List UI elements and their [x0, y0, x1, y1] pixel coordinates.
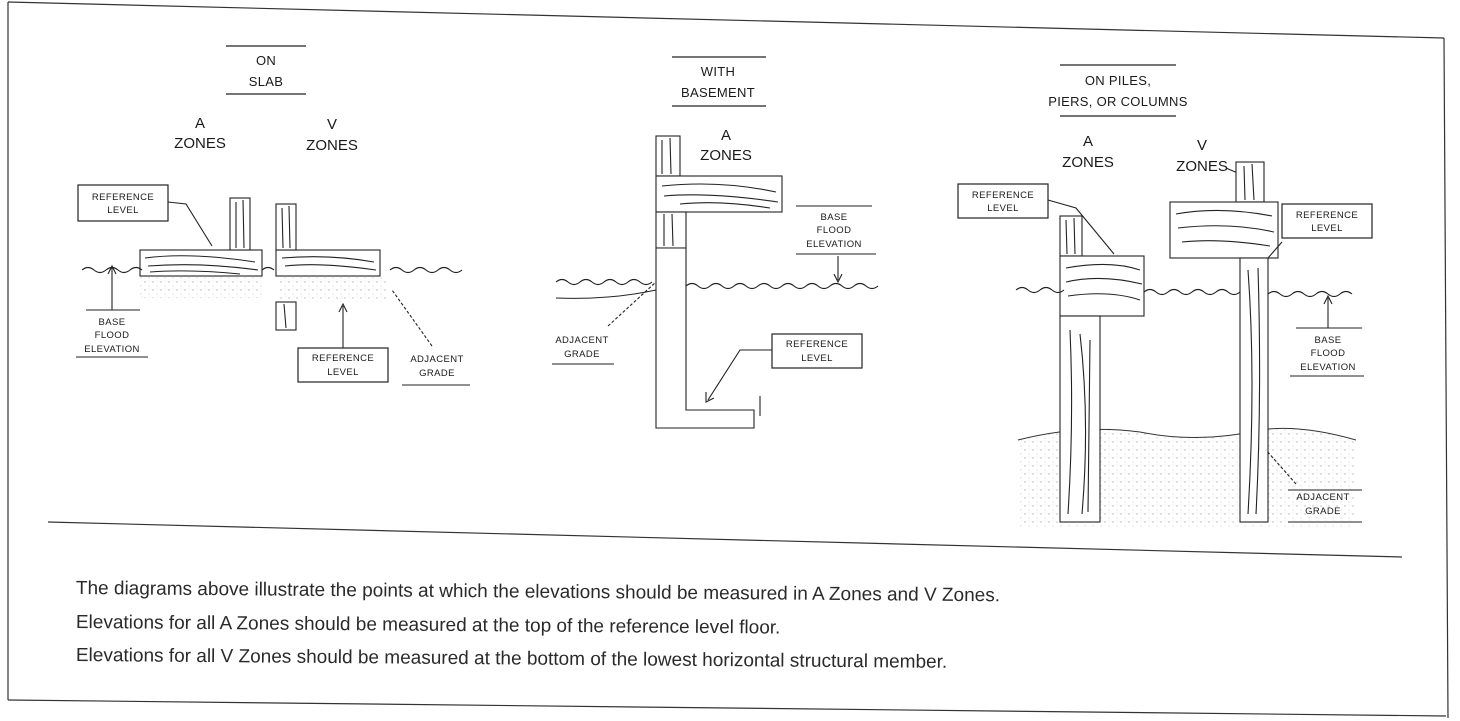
piles-bfe-line-1: BASE — [1315, 335, 1342, 346]
slab-bfe-line-1: BASE — [99, 317, 126, 328]
slab-zone-a-label: ZONES — [174, 135, 226, 152]
basement-title-line-1: WITH — [701, 64, 735, 79]
piles-bfe-line-3: ELEVATION — [1300, 362, 1356, 373]
slab-water-line-mid — [261, 266, 275, 271]
basement-reference-level-box — [771, 333, 863, 369]
basement-zone-a-label: ZONES — [700, 147, 752, 164]
slab-reference-level-bottom-line-1: REFERENCE — [312, 353, 374, 364]
slab-bfe-line-2: FLOOD — [95, 330, 130, 341]
slab-zone-v-label: ZONES — [306, 137, 358, 154]
slab-adjacent-grade-line-1: ADJACENT — [410, 354, 463, 365]
basement-water-line — [555, 278, 879, 290]
basement-reference-leader — [707, 349, 772, 401]
basement-grade-line — [555, 289, 657, 299]
basement-bfe-line-2: FLOOD — [817, 225, 852, 236]
piles-water-line — [1015, 286, 1353, 298]
basement-adjacent-grade-line-1: ADJACENT — [555, 335, 608, 346]
slab-adjacent-grade-leader — [391, 289, 433, 347]
slab-title-line-1: ON — [256, 53, 276, 68]
piles-v-zone-structure — [1169, 161, 1279, 523]
piles-reference-level-box-left — [957, 183, 1049, 219]
slab-zone-a-letter: A — [195, 115, 205, 132]
figure-frame — [7, 1, 1449, 719]
basement-reference-level-line-1: REFERENCE — [786, 339, 848, 350]
slab-a-zone-structure — [139, 197, 263, 298]
slab-title-line-2: SLAB — [249, 74, 283, 89]
piles-reference-leader-right — [1267, 241, 1283, 259]
basement-adjacent-grade-leader — [607, 281, 657, 327]
caption-divider — [47, 521, 1403, 558]
slab-reference-level-top-line-2: LEVEL — [107, 205, 139, 216]
piles-reference-level-left-line-1: REFERENCE — [972, 190, 1034, 201]
piles-zone-a-letter: A — [1083, 133, 1093, 150]
slab-adjacent-grade-line-2: GRADE — [419, 368, 455, 379]
piles-zone-a-label: ZONES — [1062, 154, 1114, 171]
piles-ground — [1018, 428, 1356, 528]
slab-bfe-line-3: ELEVATION — [84, 344, 140, 355]
piles-zone-v-letter: V — [1197, 137, 1207, 154]
basement-reference-level-line-2: LEVEL — [801, 353, 833, 364]
slab-reference-leader-top — [167, 201, 213, 247]
slab-reference-level-box-bottom — [297, 347, 389, 383]
slab-zone-v-letter: V — [327, 116, 337, 133]
piles-reference-level-right-line-1: REFERENCE — [1296, 210, 1358, 221]
slab-v-zone-structure — [275, 203, 386, 331]
piles-a-zone-structure — [1059, 215, 1145, 523]
slab-reference-level-top-line-1: REFERENCE — [92, 192, 154, 203]
piles-reference-level-right-line-2: LEVEL — [1311, 223, 1343, 234]
piles-reference-level-box-right — [1281, 203, 1373, 239]
piles-reference-level-left-line-2: LEVEL — [987, 203, 1019, 214]
piles-title-line-1: ON PILES, — [1085, 73, 1151, 88]
basement-bfe-line-3: ELEVATION — [806, 239, 862, 250]
piles-adjacent-grade-leader — [1265, 449, 1297, 485]
piles-zone-v-label: ZONES — [1176, 158, 1228, 175]
slab-reference-level-bottom-line-2: LEVEL — [327, 367, 359, 378]
basement-zone-a-letter: A — [721, 127, 731, 144]
panel-on-slab: ON SLAB A ZONES V ZONES — [76, 45, 470, 386]
slab-reference-level-box-top — [77, 184, 169, 222]
piles-adjacent-grade-line-2: GRADE — [1305, 506, 1341, 517]
basement-structure — [655, 135, 783, 429]
basement-adjacent-grade-line-2: GRADE — [564, 349, 600, 360]
piles-adjacent-grade-line-1: ADJACENT — [1296, 492, 1349, 503]
slab-water-line-left — [81, 266, 143, 274]
piles-bfe-line-2: FLOOD — [1311, 348, 1346, 359]
piles-reference-leader-left — [1047, 199, 1115, 255]
piles-title-line-2: PIERS, OR COLUMNS — [1048, 94, 1187, 109]
basement-bfe-line-1: BASE — [821, 212, 848, 223]
basement-title-line-2: BASEMENT — [681, 85, 755, 100]
panel-on-piles: ON PILES, PIERS, OR COLUMNS A ZONES V ZO… — [957, 64, 1373, 528]
panel-with-basement: WITH BASEMENT A ZONES BASE FLOOD ELEVATI… — [552, 56, 879, 429]
slab-water-line-right — [389, 266, 463, 274]
